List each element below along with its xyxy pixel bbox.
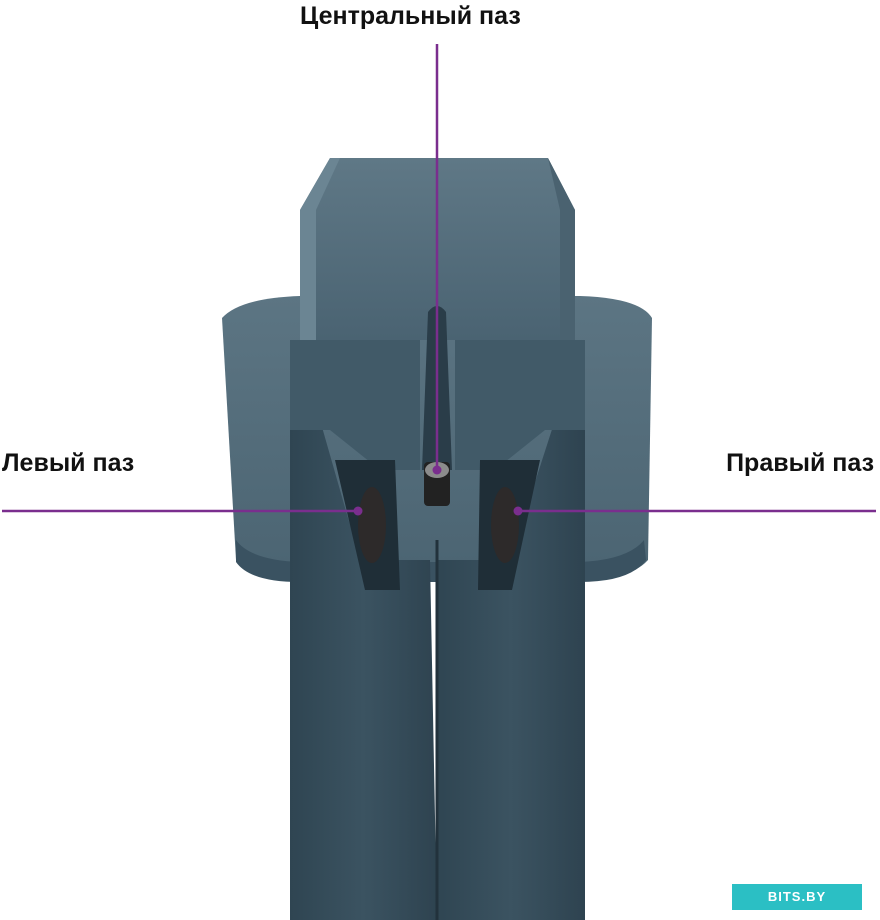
watermark-logo: BITS.BY	[732, 884, 862, 910]
right-slot-label: Правый паз	[726, 449, 874, 477]
annotation-center	[432, 44, 442, 475]
annotation-right	[513, 506, 876, 516]
handle	[290, 340, 585, 920]
annotation-left	[2, 506, 363, 516]
left-slot	[335, 460, 400, 590]
center-slot-label: Центральный паз	[300, 2, 521, 30]
left-slot-label: Левый паз	[2, 449, 135, 477]
center-slot	[422, 306, 452, 506]
right-slot	[478, 460, 540, 590]
